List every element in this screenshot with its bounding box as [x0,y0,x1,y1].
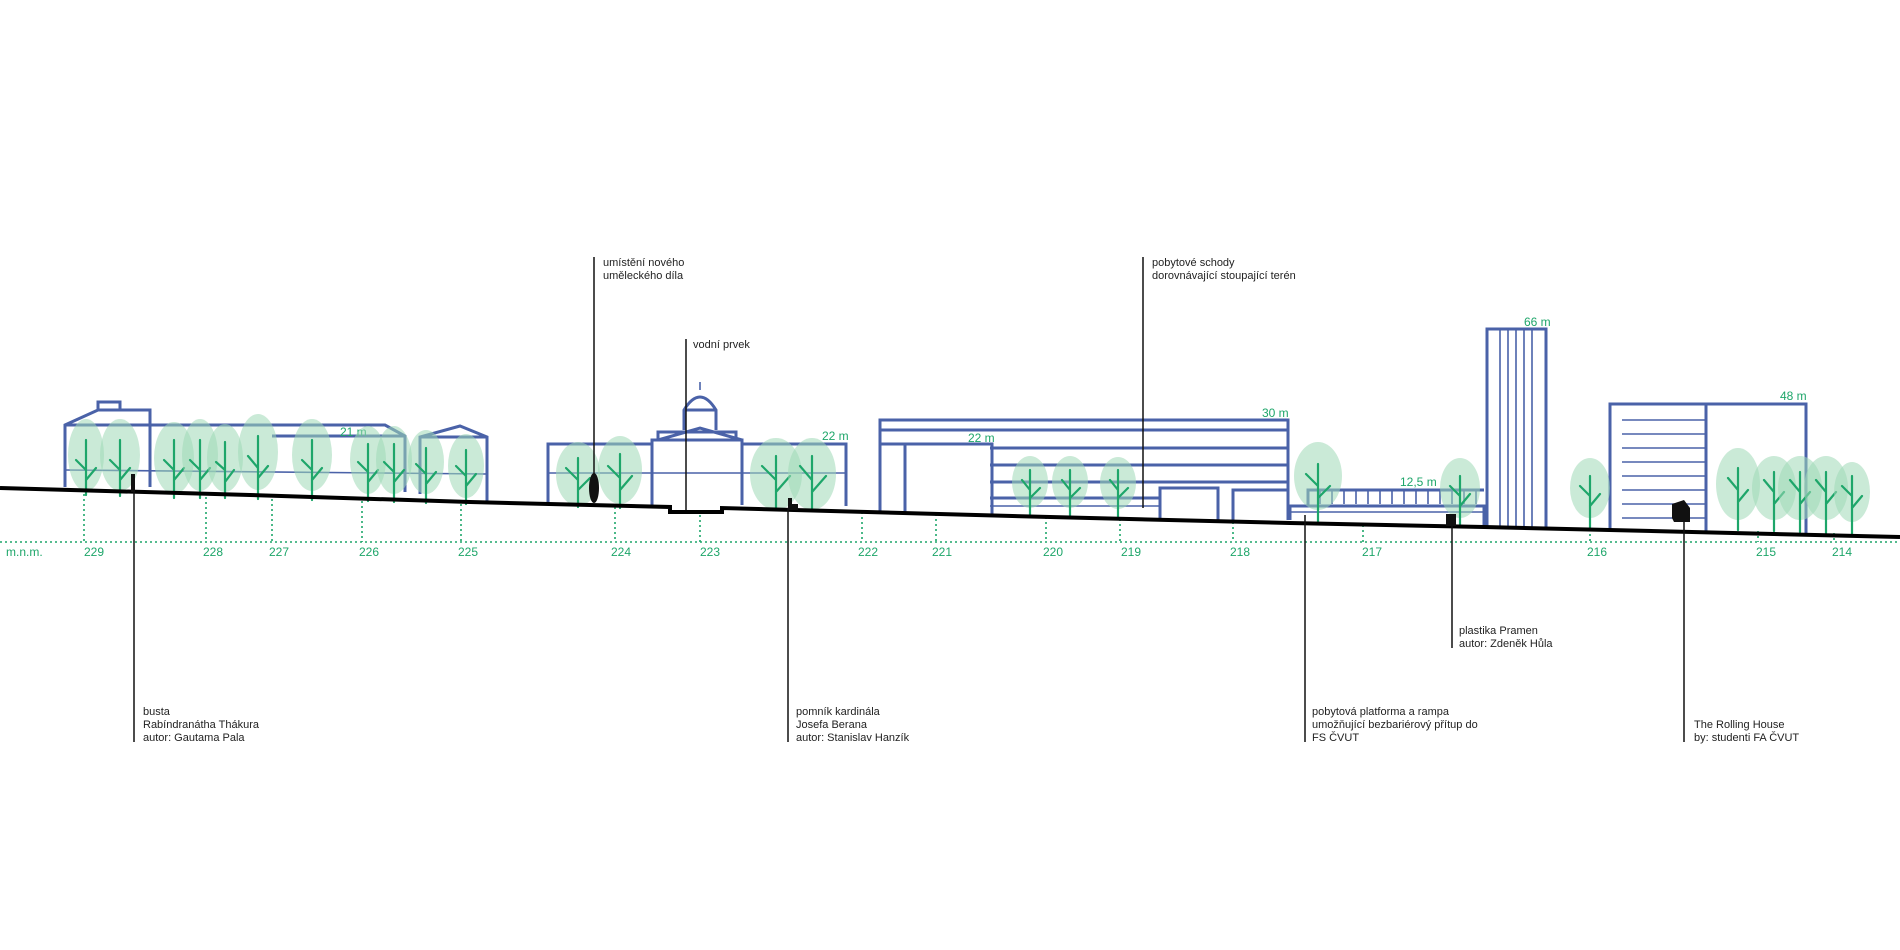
tree [750,438,802,512]
church-cupola [682,395,718,430]
building-5-tower: 66 m [1485,315,1551,528]
level-label: 223 [700,545,720,559]
tree [68,419,104,497]
tree [207,424,243,500]
level-label: 222 [858,545,878,559]
height-30m: 30 m [1262,406,1289,420]
tree [292,419,332,502]
building-3-block: 22 m 30 m [878,406,1290,520]
level-label: 216 [1587,545,1607,559]
beran-monument [788,498,798,510]
level-label: 215 [1756,545,1776,559]
note-platform: pobytová platforma a rampa umožňující be… [1312,706,1481,744]
note-stairs: pobytové schody dorovnávající stoupající… [1152,257,1296,282]
level-label: 220 [1043,545,1063,559]
level-label: 226 [359,545,379,559]
tree [1834,462,1870,536]
height-48m: 48 m [1780,389,1807,403]
rolling-house [1672,500,1690,522]
tree [350,426,386,503]
level-label: 229 [84,545,104,559]
height-66m: 66 m [1524,315,1551,329]
ground-line [0,486,1900,539]
level-label: 228 [203,545,223,559]
church-center [650,426,744,506]
art-object [589,473,599,503]
level-labels: 229 228 227 226 225 224 223 222 221 220 … [84,545,1852,559]
tree [448,434,484,506]
height-22m-block: 22 m [968,431,995,445]
level-label: 219 [1121,545,1141,559]
note-water: vodní prvek [693,339,750,351]
tree [1570,458,1610,532]
tree [1440,458,1480,528]
tree [1052,456,1088,519]
level-label: 218 [1230,545,1250,559]
note-bust: busta Rabíndranátha Thákura autor: Gauta… [143,706,262,744]
level-label: 225 [458,545,478,559]
level-label: 221 [932,545,952,559]
church-right-wing [740,442,848,506]
tree [238,414,278,501]
pramen-sculpture [1446,514,1456,526]
tree [1012,456,1048,518]
level-label: 214 [1832,545,1852,559]
tree [376,426,412,504]
level-label: 224 [611,545,631,559]
tree [598,436,642,510]
level-ticks [83,494,1835,542]
trees [68,414,1870,536]
height-22m-church: 22 m [822,429,849,443]
height-12-5m: 12,5 m [1400,475,1437,489]
bust-pedestal [131,474,135,492]
tree [100,419,140,498]
tree [788,438,836,513]
tree [1100,457,1136,520]
datum-label: m.n.m. [6,545,43,559]
tree [1716,448,1760,532]
note-beran: pomník kardinála Josefa Berana autor: St… [796,706,910,744]
level-label: 227 [269,545,289,559]
note-art: umístění nového uměleckého díla [603,257,687,282]
level-label: 217 [1362,545,1382,559]
tree [1294,442,1342,524]
tree [556,442,600,509]
building-1-outline [63,400,152,487]
block-lower-part [880,442,994,514]
note-rolling: The Rolling House by: studenti FA ČVUT [1694,719,1799,744]
note-pramen: plastika Pramen autor: Zdeněk Hůla [1459,625,1553,650]
block-outline [878,418,1290,520]
block-annex [1158,486,1288,520]
tree [408,430,444,505]
